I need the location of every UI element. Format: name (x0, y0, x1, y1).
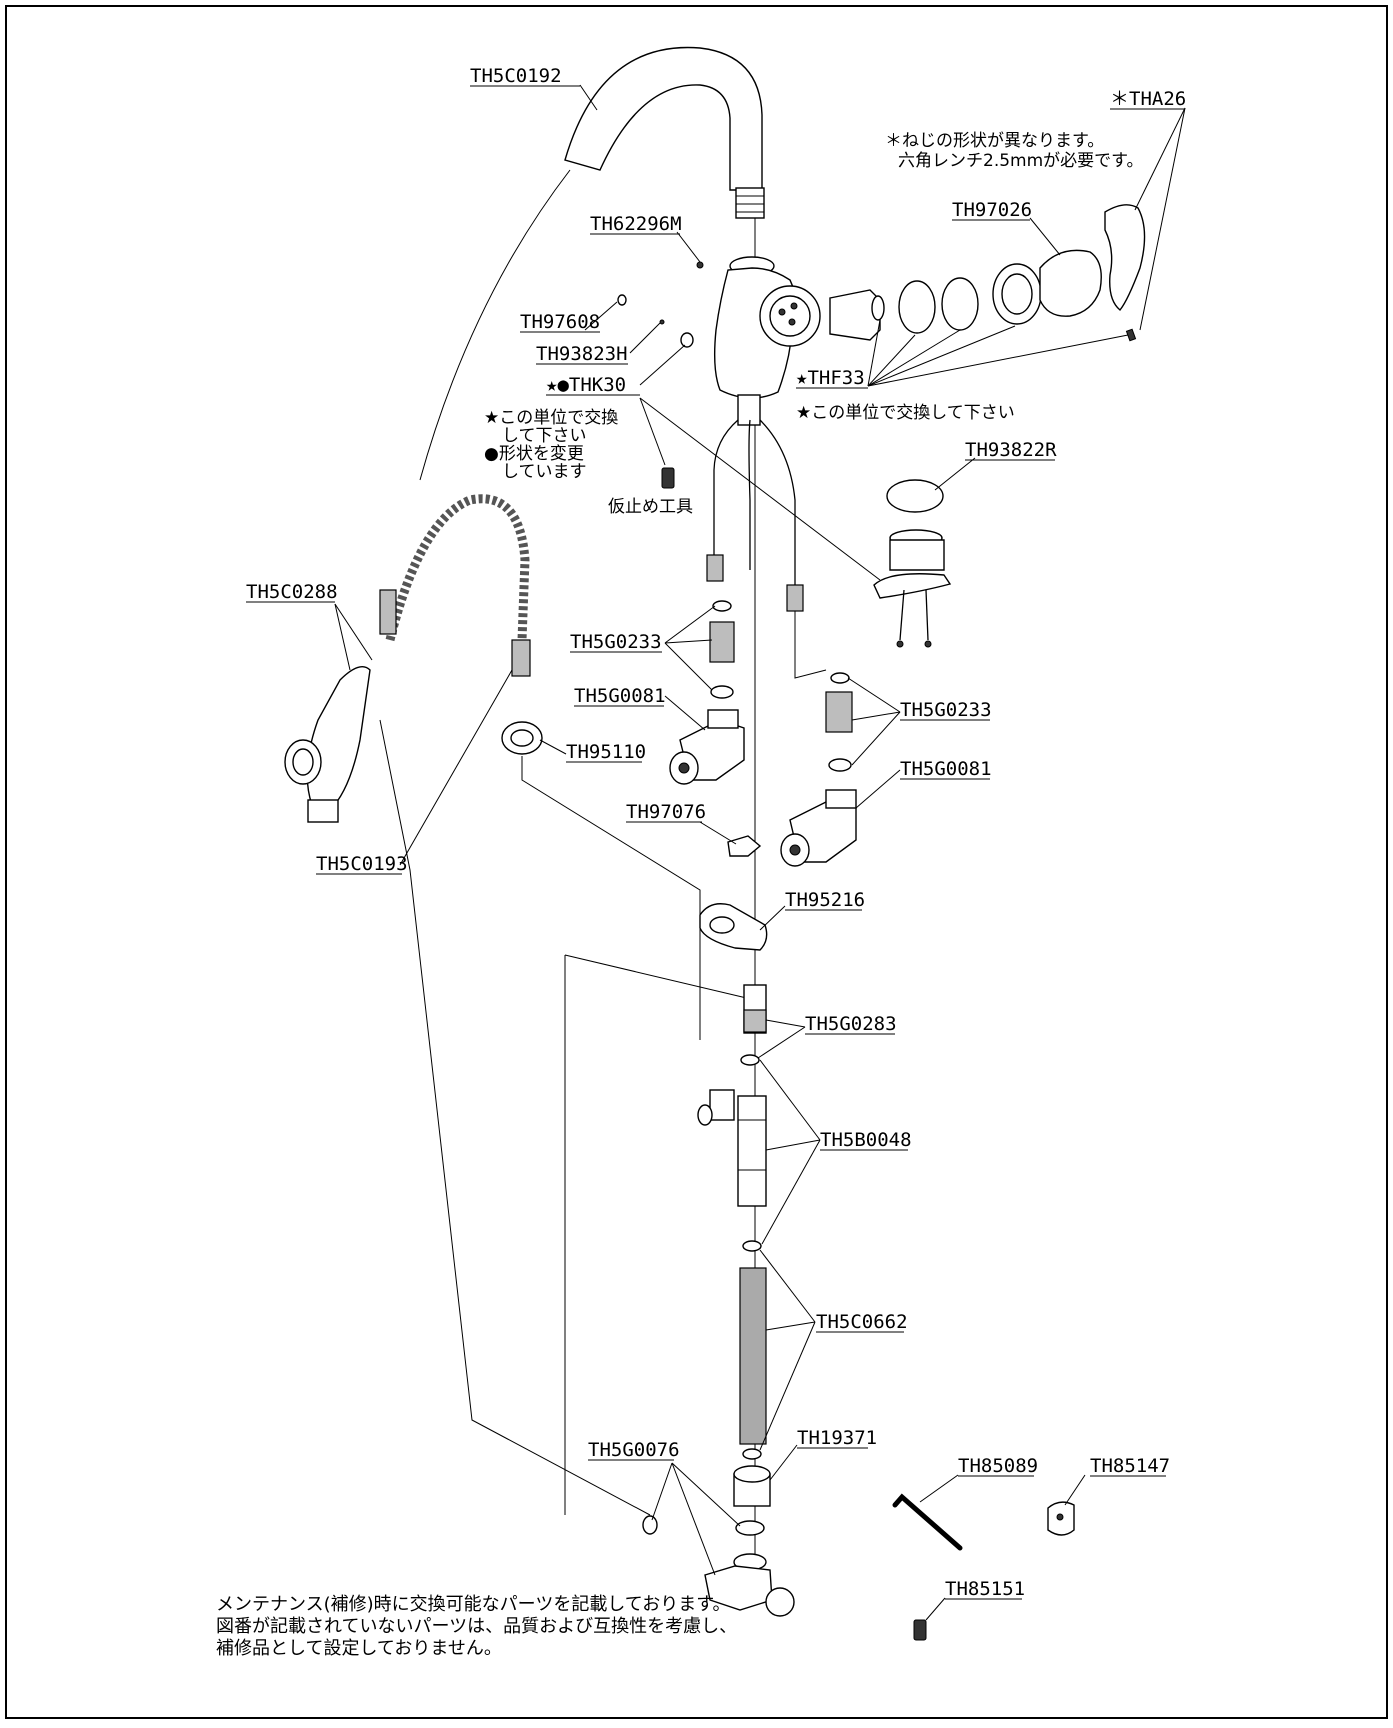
tha26-screw-shape (1125, 328, 1137, 342)
temp-tool-shape (661, 467, 675, 489)
tha26-note-line1: ＊ねじの形状が異なります。 (885, 131, 1104, 151)
label-thk30: ★●THK30 (546, 374, 626, 396)
handle-shape (1039, 204, 1146, 317)
th95110-nut-shape (501, 721, 543, 755)
th19371-nut-shape (733, 1465, 771, 1507)
spout-shape (564, 46, 765, 219)
label-th95216: TH95216 (785, 889, 865, 911)
th62296m-screw-shape (696, 261, 704, 269)
label-th85147: TH85147 (1090, 1455, 1170, 1477)
label-th5c0193: TH5C0193 (316, 853, 408, 875)
temp-tool-label: 仮止め工具 (608, 497, 693, 517)
label-tha26: ＊THA26 (1110, 88, 1186, 110)
label-th5g0081-left: TH5G0081 (574, 685, 666, 707)
hose-center-line (748, 419, 751, 570)
page-frame (5, 5, 1388, 1719)
right-supply-stack-shape (780, 672, 857, 867)
valve-block-shape (873, 529, 952, 648)
tha26-note-line2: 六角レンチ2.5mmが必要です。 (898, 151, 1143, 171)
routing-line-b (379, 719, 651, 1516)
label-th5c0288: TH5C0288 (246, 581, 338, 603)
cartridge-thf33-shape (829, 263, 1042, 341)
th95216-bracket-shape (699, 903, 768, 951)
label-th5g0233-right: TH5G0233 (900, 699, 992, 721)
label-th5g0081-right: TH5G0081 (900, 758, 992, 780)
footer-notes: メンテナンス(補修)時に交換可能なパーツを記載しております。 図番が記載されてい… (216, 1594, 737, 1659)
thk30-note-line2: して下さい (502, 426, 587, 446)
thk30-note-line4: しています (502, 462, 587, 482)
left-supply-stack-shape (669, 600, 745, 785)
thk30-shape (680, 332, 694, 348)
th5g0076-washer-left-shape (642, 1515, 658, 1535)
routing-line-a (521, 756, 701, 1040)
th5b0048-washer-shape (742, 1240, 762, 1252)
th5c0662-washer-shape (742, 1448, 762, 1460)
th93823h-shape (659, 319, 665, 325)
spout-guide-line (419, 169, 571, 481)
label-th5c0192: TH5C0192 (470, 65, 562, 87)
label-th5b0048: TH5B0048 (820, 1129, 912, 1151)
label-thf33: ★THF33 (796, 367, 865, 389)
right-supply-routing (794, 611, 827, 679)
label-th93823h: TH93823H (536, 343, 628, 365)
label-th5g0283: TH5G0283 (805, 1013, 897, 1035)
hose-right-fitting-shape (786, 584, 804, 612)
footer-line1: メンテナンス(補修)時に交換可能なパーツを記載しております。 (216, 1594, 730, 1615)
hose-right-line (759, 419, 796, 585)
routing-line-d (564, 954, 756, 1001)
thk30-note-line1: ★この単位で交換 (484, 408, 618, 428)
label-th97608: TH97608 (520, 311, 600, 333)
shower-head-shape (284, 666, 371, 823)
label-th97026: TH97026 (952, 199, 1032, 221)
th5g0283-shape (743, 984, 767, 1034)
leader-lines (334, 84, 1186, 1621)
thf33-note: ★この単位で交換して下さい (796, 403, 1015, 423)
th85147-shape (1047, 1501, 1075, 1536)
label-th19371: TH19371 (797, 1427, 877, 1449)
notes: ＊ねじの形状が異なります。 六角レンチ2.5mmが必要です。 ★この単位で交換し… (484, 131, 1143, 517)
th97076-clip-shape (727, 835, 762, 857)
thk30-note-line3: ●形状を変更 (484, 444, 584, 464)
footer-line3: 補修品として設定しておりません。 (216, 1638, 502, 1659)
angle-valve-shape (704, 1553, 795, 1617)
label-th5g0233-left: TH5G0233 (570, 631, 662, 653)
footer-line2: 図番が記載されていないパーツは、品質および互換性を考慮し、 (216, 1616, 737, 1637)
th5c0662-tube-shape (739, 1267, 767, 1445)
label-th93822r: TH93822R (965, 439, 1057, 461)
hose-left-fitting-shape (706, 554, 724, 582)
part-labels: TH5C0192 ＊THA26 TH62296M TH97026 TH97608… (246, 65, 1186, 1600)
shower-hose-shape (385, 494, 530, 642)
shower-hose-end-shape (511, 639, 531, 677)
label-th5c0662: TH5C0662 (816, 1311, 908, 1333)
label-th85151: TH85151 (945, 1578, 1025, 1600)
th5g0076-washer-center-shape (735, 1520, 765, 1536)
th97608-shape (617, 294, 627, 306)
th85151-shape (913, 1619, 927, 1641)
th85089-hex-key-shape (892, 1493, 963, 1551)
faucet-body-shape (713, 256, 821, 426)
shower-hose-coupling-shape (379, 589, 397, 635)
hose-left-line (713, 419, 739, 560)
label-th95110: TH95110 (566, 741, 646, 763)
label-th97076: TH97076 (626, 801, 706, 823)
th93822r-shape (886, 479, 944, 513)
label-th85089: TH85089 (958, 1455, 1038, 1477)
label-th62296m: TH62296M (590, 213, 682, 235)
th5g0283-washer-shape (740, 1054, 760, 1066)
th5b0048-valve-shape (697, 1089, 767, 1207)
label-th5g0076: TH5G0076 (588, 1439, 680, 1461)
